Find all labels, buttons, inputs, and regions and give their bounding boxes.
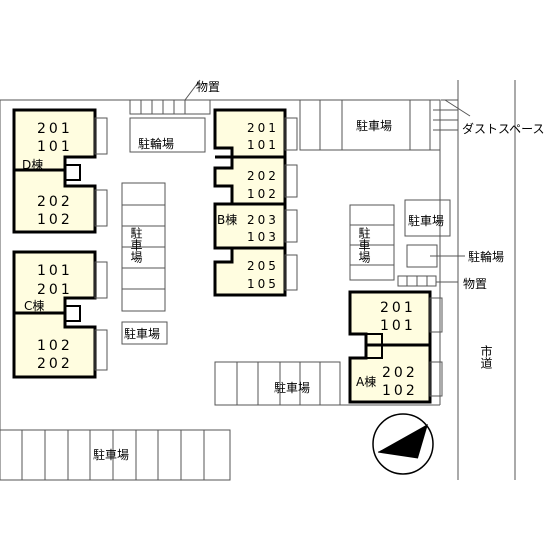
building-d-unit-2: 101 [37, 139, 73, 155]
parking-bottom-left-label: 駐車場 [93, 447, 129, 462]
parking-left-small [121, 321, 168, 345]
building-c-unit-4: 202 [37, 356, 73, 372]
building-a-unit-1: 201 [380, 300, 416, 316]
building-c-unit-2: 201 [37, 282, 73, 298]
building-b [213, 108, 298, 297]
building-a-unit-4: 102 [382, 383, 418, 399]
parking-top-right-label: 駐車場 [356, 118, 392, 133]
parking-bottom-mid [214, 361, 341, 406]
building-d-name: D棟 [22, 157, 43, 172]
bicycle-parking-left-label: 駐輪場 [138, 136, 174, 151]
parking-middle-vertical [121, 182, 166, 312]
building-a-unit-3: 202 [382, 365, 418, 381]
city-road-lines [441, 80, 516, 480]
building-b-unit-6: 103 [247, 230, 279, 244]
building-b-unit-3: 202 [247, 169, 279, 183]
parking-top-right [319, 99, 471, 150]
parking-center-label: 駐車場 [357, 226, 371, 264]
building-a [348, 290, 443, 404]
compass-north-arrow-icon [372, 413, 434, 475]
bicycle-parking-right [406, 244, 465, 268]
building-d-unit-1: 201 [37, 121, 73, 137]
building-d [12, 108, 108, 234]
bicycle-parking-right-label: 駐輪場 [468, 249, 504, 264]
building-c [12, 250, 108, 379]
dust-space-label: ダストスペース [462, 121, 545, 136]
building-b-unit-8: 105 [247, 277, 279, 291]
building-b-unit-7: 205 [247, 259, 279, 273]
parking-center [349, 204, 395, 281]
building-b-name: B棟 [217, 212, 237, 227]
building-d-unit-3: 202 [37, 194, 73, 210]
parking-right-small-label: 駐車場 [408, 213, 444, 228]
building-b-unit-1: 201 [247, 121, 279, 135]
building-b-unit-4: 102 [247, 187, 279, 201]
building-a-unit-2: 101 [380, 318, 416, 334]
bicycle-rack-top [129, 79, 211, 153]
parking-bottom-mid-label: 駐車場 [274, 380, 310, 395]
storage-right [397, 275, 458, 287]
storage-top-label: 物置 [196, 80, 220, 94]
parking-left-small-label: 駐車場 [124, 326, 160, 341]
building-a-name: A棟 [356, 374, 376, 389]
building-d-unit-4: 102 [37, 212, 73, 228]
building-b-unit-2: 101 [247, 138, 279, 152]
parking-right-small [404, 199, 451, 237]
building-c-name: C棟 [24, 298, 44, 313]
parking-middle-vertical-label: 駐車場 [129, 226, 143, 264]
building-b-unit-5: 203 [247, 213, 279, 227]
building-c-unit-1: 101 [37, 263, 73, 279]
city-road-label: 市道 [479, 344, 493, 369]
parking-bottom-left [0, 429, 231, 481]
storage-right-label: 物置 [463, 277, 487, 291]
building-c-unit-3: 102 [37, 338, 73, 354]
